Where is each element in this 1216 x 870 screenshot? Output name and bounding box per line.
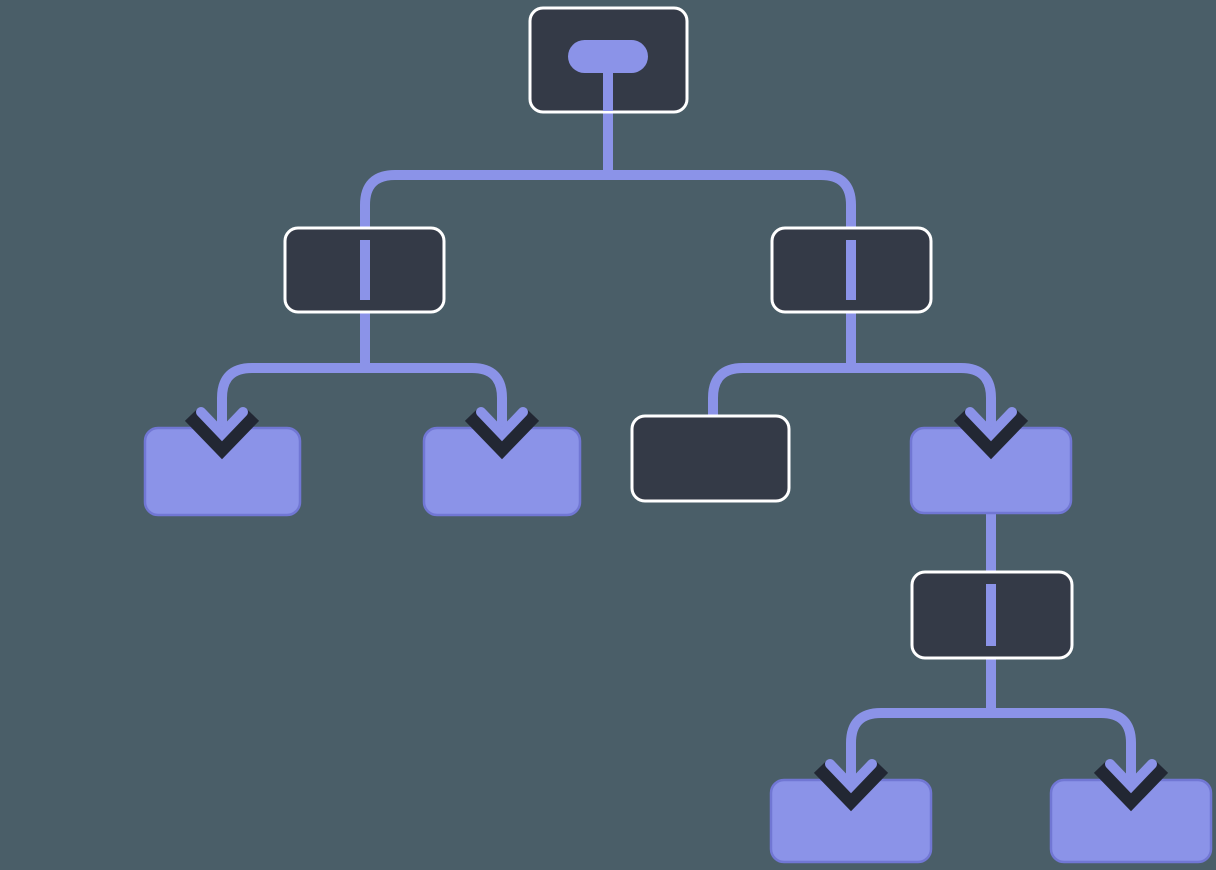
edge-level1-split	[360, 170, 856, 228]
branch-right-pass-line	[846, 240, 856, 300]
edge-left-branch-split	[217, 363, 507, 430]
node-plain	[630, 414, 791, 503]
branch-bottom-pass-line	[986, 584, 996, 646]
arrow-chevron-dark-icon	[1093, 761, 1169, 812]
arrow-chevron-icon	[1105, 759, 1157, 794]
arrow-chevron-dark-icon	[464, 409, 540, 460]
edge-right-branch-split	[708, 363, 996, 430]
nodes	[143, 6, 1213, 864]
branch-left-pass-line	[360, 240, 370, 300]
arrow-chevron-icon	[825, 759, 877, 794]
arrow-chevron-icon	[965, 407, 1017, 442]
root-pill-icon	[568, 40, 648, 73]
arrow-chevron-dark-icon	[184, 409, 260, 460]
arrow-markers	[184, 407, 1169, 812]
edges	[217, 110, 1136, 782]
arrow-chevron-icon	[196, 407, 248, 442]
arrow-chevron-dark-icon	[813, 761, 889, 812]
arrow-chevron-icon	[476, 407, 528, 442]
root-pill-stem	[603, 66, 613, 111]
edge-bottom-split	[846, 708, 1136, 782]
arrow-chevron-dark-icon	[953, 409, 1029, 460]
